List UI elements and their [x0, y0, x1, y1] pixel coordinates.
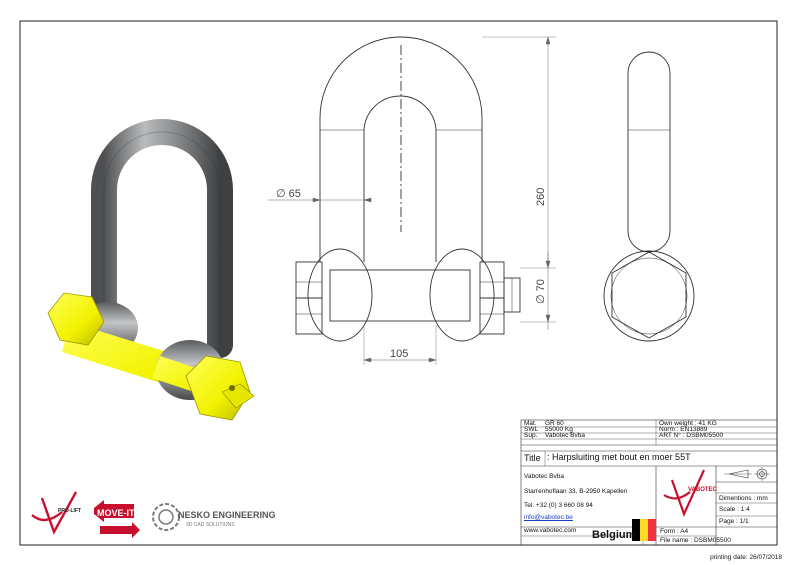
swl-value: 55000 Kg: [545, 426, 573, 433]
vabotec-logo: [663, 469, 706, 517]
mat-label: Mat.: [524, 420, 537, 427]
dim-diameter-65: ∅ 65: [276, 188, 301, 200]
vabotec-logo-text: VABOTEC: [688, 487, 718, 493]
company-web: www.vabotec.com: [524, 527, 577, 534]
scale: Scale : 1:4: [719, 506, 750, 513]
front-view-drawing: [295, 36, 521, 342]
nesko-logo-title: NESKO ENGINEERING: [178, 510, 276, 520]
form-size: Form : A4: [660, 528, 689, 535]
projection-symbol-icon: [724, 467, 770, 481]
dim-height-260: 260: [535, 188, 547, 206]
title-value: : Harpsluiting met bout en moer 55T: [547, 452, 691, 462]
dimensions-unit: Dimentions : mm: [719, 495, 768, 502]
company-name: Vabotec Bvba: [524, 473, 564, 480]
dim-diameter-70: ∅ 70: [535, 279, 547, 304]
nesko-logo-subtitle: 3D CAD SOLUTIONS: [186, 522, 235, 528]
title-label: Title: [524, 453, 541, 463]
pro-lift-logo-text: PRO-LIFT: [58, 508, 81, 514]
belgium-flag-icon: [632, 519, 656, 541]
file-name: File name : DSBM05500: [660, 537, 731, 544]
norm: Norm : EN13889: [659, 426, 708, 433]
page-number: Page : 1/1: [719, 518, 749, 525]
shackle-3d-render: [47, 119, 255, 421]
pro-lift-logo: [31, 491, 78, 535]
nesko-gear-icon: [152, 503, 180, 531]
sup-label: Sup.: [524, 432, 538, 439]
art-number: ART N° : DSBM05500: [659, 432, 724, 439]
company-email-link[interactable]: info@vabotec.be: [524, 514, 573, 521]
move-it-logo-text: MOVE-IT: [97, 508, 135, 518]
country-label: Belgium: [592, 529, 636, 541]
sup-value: Vabotec Bvba: [545, 432, 585, 439]
company-tel: Tel. +32 (0) 3 660 08 94: [524, 502, 593, 509]
side-view-drawing: [603, 51, 695, 342]
company-address: Starrenhoflaan 33, B-2950 Kapellen: [524, 488, 628, 495]
own-weight: Own weight : 41 KG: [659, 420, 717, 427]
dimension-lines: [268, 36, 556, 365]
move-it-logo: [94, 500, 140, 538]
printing-date: printing date: 26/07/2018: [710, 554, 782, 561]
mat-value: GR 60: [545, 420, 564, 427]
sheet-border: [19, 20, 778, 546]
dim-width-105: 105: [390, 348, 408, 360]
swl-label: SWL: [524, 426, 539, 433]
title-block-grid: [520, 419, 778, 546]
